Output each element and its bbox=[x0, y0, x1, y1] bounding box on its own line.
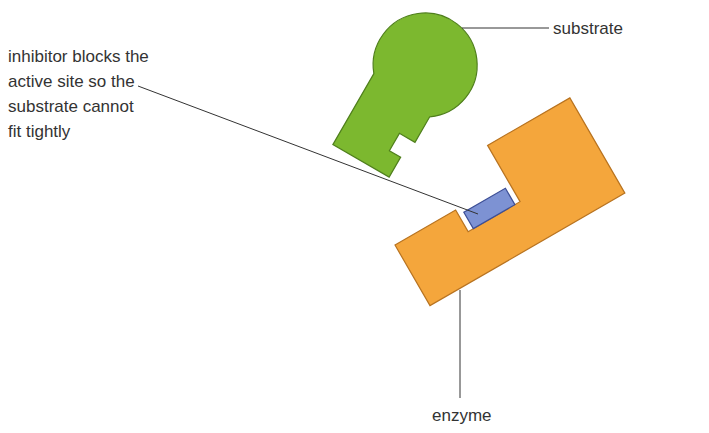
leader-line bbox=[460, 290, 461, 398]
callout-label: substrate bbox=[553, 16, 623, 41]
enzyme-shape bbox=[375, 98, 625, 306]
leader-line bbox=[138, 86, 478, 214]
callout-label: enzyme bbox=[432, 403, 492, 428]
substrate-shape bbox=[323, 0, 497, 191]
leader-line bbox=[462, 28, 549, 29]
callout-label: inhibitor blocks the active site so the … bbox=[8, 44, 150, 144]
inhibitor-shape bbox=[464, 188, 515, 228]
